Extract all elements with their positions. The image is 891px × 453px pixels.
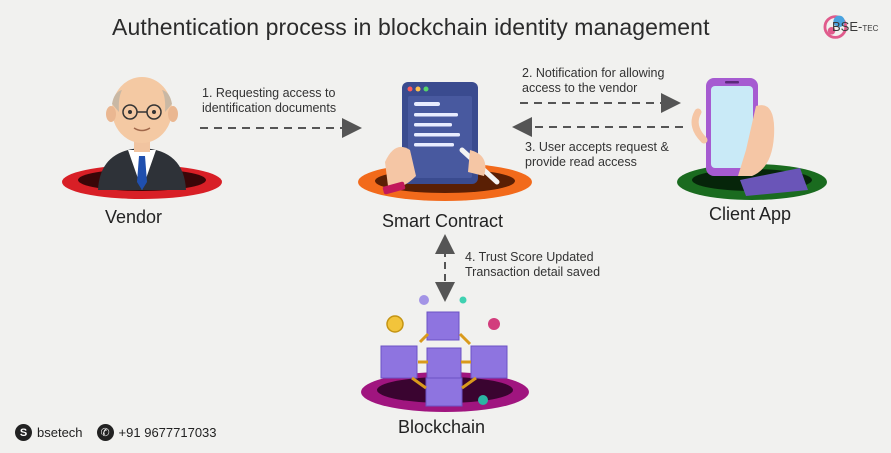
vendor-node: [62, 77, 222, 199]
blockchain-label: Blockchain: [398, 417, 486, 437]
bse-logo-icon: [823, 15, 848, 39]
step2-label: 2. Notification for allowing access to t…: [522, 66, 664, 96]
brand-name: BSE-TEC: [832, 19, 878, 34]
skype-icon: S: [15, 424, 32, 441]
client-app-label: Client App: [709, 204, 792, 224]
footer-handle: S bsetech: [15, 424, 83, 441]
step4-label: 4. Trust Score Updated Transaction detai…: [465, 250, 600, 280]
smart-contract-label: Smart Contract: [382, 211, 504, 231]
vendor-label: Vendor: [105, 207, 163, 227]
whatsapp-icon: ✆: [96, 424, 114, 441]
footer-handle-text: bsetech: [37, 425, 83, 440]
step4-line2: Transaction detail saved: [465, 265, 601, 279]
blockchain-cubes-icon: [380, 311, 508, 407]
step2-line2: access to the vendor: [522, 81, 638, 95]
brand-name-main: BSE-: [832, 19, 863, 34]
step1-line1: 1. Requesting access to: [202, 86, 336, 100]
step2-line1: 2. Notification for allowing: [522, 66, 665, 80]
step3-label: 3. User accepts request & provide read a…: [525, 140, 669, 170]
step4-line1: 4. Trust Score Updated: [465, 250, 594, 264]
step3-line1: 3. User accepts request &: [525, 140, 669, 154]
smart-contract-node: [358, 82, 532, 201]
coin-icon: [386, 315, 404, 333]
step1-line2: identification documents: [202, 101, 337, 115]
client-app-node: [677, 78, 827, 200]
page-title: Authentication process in blockchain ide…: [112, 14, 710, 40]
footer: S bsetech ✆ +91 9677717033: [15, 424, 217, 441]
brand-name-suffix: TEC: [862, 24, 879, 33]
footer-phone-text: +91 9677717033: [118, 425, 217, 440]
blockchain-node: [361, 295, 529, 412]
step3-line2: provide read access: [525, 155, 637, 169]
step1-label: 1. Requesting access to identification d…: [202, 86, 336, 116]
footer-phone: ✆ +91 9677717033: [96, 424, 217, 441]
